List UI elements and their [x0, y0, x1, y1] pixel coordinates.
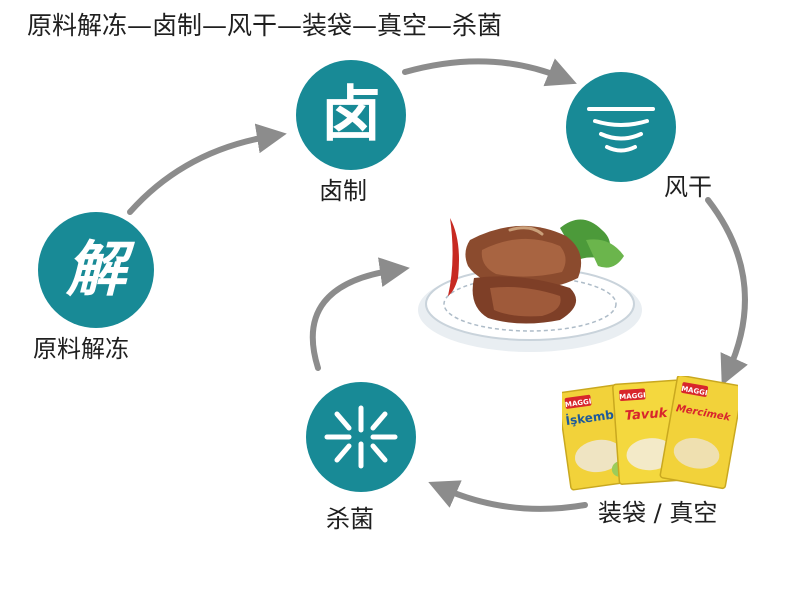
- packet-name-2: Tavuk: [624, 406, 669, 424]
- step-sterilize-circle: [306, 382, 416, 492]
- step-thaw-label: 原料解冻: [33, 335, 129, 363]
- sterilize-starburst-icon: [324, 405, 398, 469]
- packet-brand-1: MAGGI: [565, 397, 592, 409]
- step-dry-label: 风干: [664, 173, 712, 201]
- step-marinate-circle: 卤: [296, 60, 406, 170]
- step-dry-circle: [566, 72, 676, 182]
- step-thaw-circle: 解: [38, 212, 154, 328]
- arrow-pack-to-sterilize: [428, 480, 588, 512]
- arrow-sterilize-to-center: [309, 257, 410, 371]
- arrow-dry-to-pack: [705, 197, 748, 386]
- step-pack-label: 装袋 / 真空: [598, 499, 718, 527]
- braised-duck-wings-image: [418, 218, 642, 352]
- step-sterilize-label: 杀菌: [326, 505, 374, 533]
- thaw-glyph: 解: [66, 235, 126, 305]
- marinate-glyph: 卤: [321, 80, 381, 150]
- arrow-thaw-to-marinate: [127, 123, 287, 215]
- air-dry-waves-icon: [587, 107, 655, 153]
- packet-brand-2: MAGGI: [619, 391, 646, 401]
- step-marinate-label: 卤制: [319, 177, 367, 205]
- process-title: 原料解冻—卤制—风干—装袋—真空—杀菌: [27, 11, 503, 40]
- arrow-marinate-to-dry: [402, 58, 577, 87]
- product-packets-image: MAGGI İşkembe MAGGI Tavuk MAGGI Mercimek: [562, 376, 738, 491]
